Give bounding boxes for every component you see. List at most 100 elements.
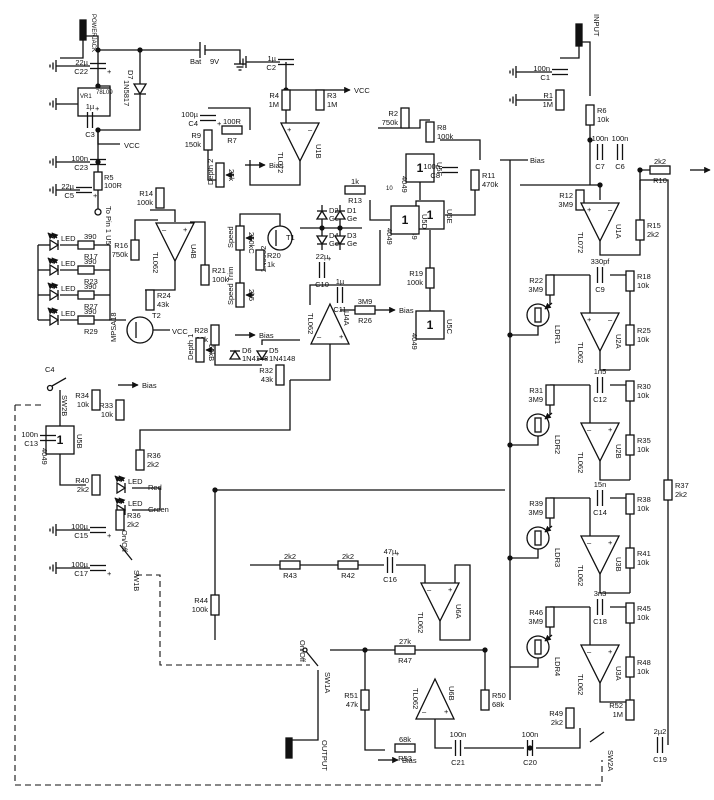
resistor-value: 10k	[637, 281, 649, 290]
onoff-label: On/Off	[298, 640, 307, 663]
resistor-value: 2k2	[675, 490, 687, 499]
opamp-input-sign: +	[587, 205, 592, 214]
resistor-ref: R8	[437, 123, 447, 132]
switch-linkage	[136, 574, 310, 666]
diode-value: 1N4148	[242, 354, 268, 363]
inverter-symbol: 1	[57, 433, 64, 447]
cap-value: 100n	[533, 64, 550, 73]
opamp-input-sign: –	[587, 538, 592, 547]
switch-ref: SW1A	[323, 672, 332, 693]
ldr-light-arrow	[544, 302, 553, 310]
resistor-ref: R21	[212, 266, 226, 275]
opamp-body	[579, 644, 621, 685]
resistor-ref: R16	[114, 241, 128, 250]
cap-value: 100µ	[71, 560, 89, 569]
resistor-ref: R22	[529, 276, 543, 285]
cap-ref: C14	[593, 508, 607, 517]
resistor-ref: R49	[549, 709, 563, 718]
opamp-input-sign: +	[587, 315, 592, 324]
opamp-input-sign: –	[422, 707, 427, 716]
opamp-type: TL062	[416, 612, 425, 633]
resistor-value: 10k	[637, 504, 649, 513]
led-4: LED	[47, 307, 76, 327]
cap-value: 100n	[450, 730, 467, 739]
opamp-input-sign: +	[448, 585, 453, 594]
junction-dot	[527, 745, 533, 751]
inverter-ref: U5F	[435, 162, 444, 177]
resistor-value: 750k	[112, 250, 129, 259]
input-label: INPUT	[592, 14, 601, 37]
opamp-body	[579, 422, 621, 463]
resistor-body	[281, 89, 291, 111]
resistor-ref: R43	[283, 571, 297, 580]
resistor-body	[625, 699, 635, 721]
diode-ref: D6	[242, 346, 252, 355]
green-label: Green	[148, 505, 169, 514]
resistor-body	[115, 399, 125, 421]
cap-polarity: +	[107, 67, 112, 76]
junction-dot	[362, 647, 368, 653]
ldr-ref: LDR1	[553, 325, 562, 344]
resistor-ref: R34	[75, 391, 89, 400]
resistor-value: 10k	[637, 391, 649, 400]
transistor-body	[126, 316, 154, 344]
resistor-body	[649, 165, 671, 175]
jack-body	[285, 737, 293, 759]
opamp-input-sign: +	[287, 125, 292, 134]
cap-value: 100n	[71, 154, 88, 163]
wire	[214, 345, 262, 366]
resistor-value: 390	[84, 282, 97, 291]
opamp-input-sign: +	[183, 225, 188, 234]
pot-body	[235, 225, 245, 251]
opamp-type: TL072	[276, 152, 285, 173]
resistor-body	[130, 239, 140, 261]
resistor-value: 100k	[212, 275, 229, 284]
opamp-input-sign: –	[587, 647, 592, 656]
wire	[261, 339, 300, 345]
wire	[599, 574, 630, 594]
resistor-ref: R45	[637, 604, 651, 613]
ldr-element	[534, 417, 542, 433]
resistor-ref: R41	[637, 549, 651, 558]
cap-ref: C17	[74, 569, 88, 578]
resistor-body	[635, 219, 645, 241]
opamp-ref: U4B	[189, 244, 198, 259]
cap-ref: C22	[74, 67, 88, 76]
wire	[145, 261, 176, 291]
cap-polarity: +	[93, 191, 98, 200]
resistor-value: 68k	[492, 700, 504, 709]
ldr-light-arrow	[544, 525, 553, 533]
inverter-symbol: 1	[427, 208, 434, 222]
resistor-ref: R47	[398, 656, 412, 665]
led-body	[49, 288, 60, 302]
resistor-body	[354, 305, 376, 315]
resistor-value: 100k	[407, 278, 424, 287]
resistor-ref: R5	[104, 173, 114, 182]
opamp-ref: U4A	[342, 311, 351, 326]
cap-polarity: +	[107, 569, 112, 578]
